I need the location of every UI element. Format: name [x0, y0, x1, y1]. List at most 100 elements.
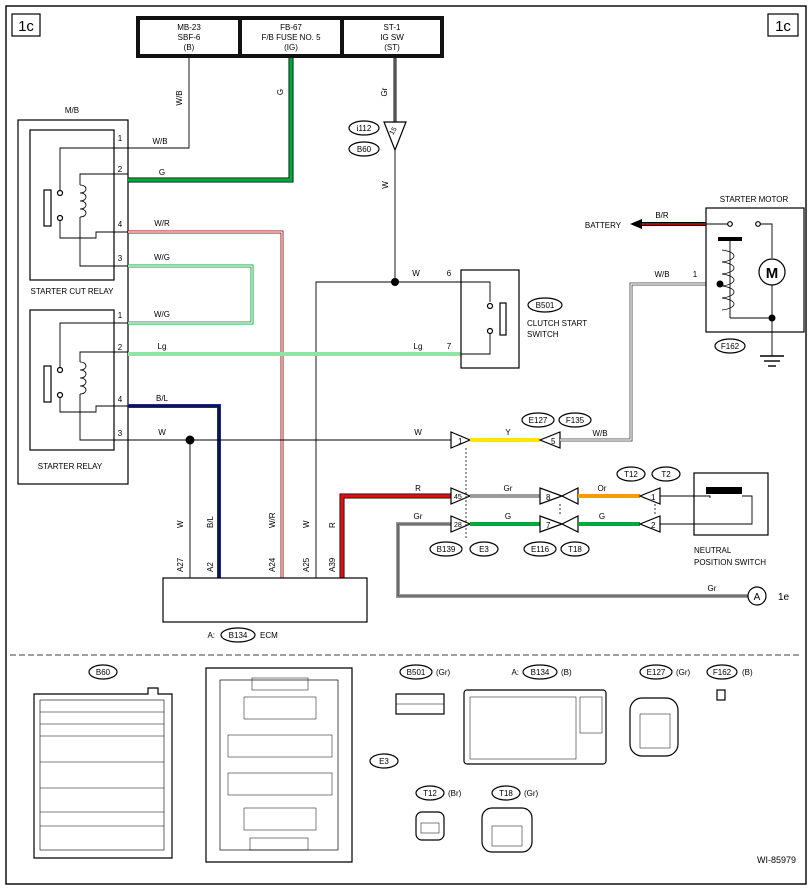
connector-f135-pin5 [538, 431, 561, 449]
fuse-fb67 [242, 20, 340, 54]
wire-wb-row-label: W/B [592, 429, 607, 438]
neutral-switch-name-1: NEUTRAL [694, 546, 732, 555]
connector-i112-tag [348, 120, 380, 136]
ecm-prefix: A: [207, 631, 215, 640]
legend-b134-side-block [579, 696, 603, 734]
legend-f162-connector [716, 689, 726, 701]
legend-b501-tag [399, 664, 433, 680]
legend-b134-label: B134 [531, 668, 550, 677]
legend-t12-color: (Br) [448, 789, 462, 798]
ecm-wire-r: R [328, 522, 337, 528]
clutch-switch-internal-top [461, 281, 491, 302]
wire-wg-stripe [128, 265, 253, 324]
legend-e3-pins [227, 677, 333, 851]
starter-relay-wire-2 [79, 351, 128, 362]
connector-e127-tag [521, 412, 555, 428]
connector-t12-pin2 [638, 515, 661, 533]
starter-motor-lead [760, 223, 773, 258]
starter-cut-relay [29, 129, 115, 281]
clutch-switch-internal-bottom [461, 334, 491, 355]
legend-f162-color: (B) [742, 668, 753, 677]
starter-cut-relay-pin-2: 2 [118, 165, 123, 174]
connector-f135-tag [558, 412, 592, 428]
ecm [162, 577, 368, 623]
wire-y-label: Y [505, 428, 511, 437]
connector-b139-pin45 [450, 487, 472, 505]
starter-relay-pin-2: 2 [118, 343, 123, 352]
starter-cut-relay-pin-1: 1 [118, 134, 123, 143]
legend-b60-label: B60 [96, 668, 111, 677]
connector-e116-pin8-label: 8 [546, 493, 551, 502]
legend-b501-label: B501 [407, 668, 426, 677]
connector-e127-pin1 [450, 431, 472, 449]
ecm-name: ECM [260, 631, 278, 640]
ecm-connector-label: B134 [229, 631, 248, 640]
wire-g-label: G [159, 168, 165, 177]
wire-gr-bottom-label-a: Gr [414, 512, 423, 521]
neutral-position-switch [693, 472, 769, 536]
connector-b139-pin28 [450, 515, 472, 533]
neutral-switch-name-2: POSITION SWITCH [694, 558, 766, 567]
neutral-switch-lead-1 [660, 495, 711, 498]
page-ref-left [11, 13, 41, 37]
clutch-switch-name-2: SWITCH [527, 330, 559, 339]
starter-motor [705, 207, 805, 333]
wire-r-label: R [415, 484, 421, 493]
wire-w-clutch-label: W [412, 269, 420, 278]
legend-t12-pins [420, 822, 440, 834]
connector-t18-pin7 [560, 515, 579, 533]
connector-b60-label: B60 [357, 145, 372, 154]
legend-t18-color: (Gr) [524, 789, 539, 798]
starter-relay-pin-3: 3 [118, 429, 123, 438]
wire-wr-label: W/R [154, 219, 170, 228]
offpage-connector-letter: A [754, 592, 761, 603]
wire-g [128, 58, 293, 182]
legend-t18-connector [481, 807, 533, 853]
neutral-switch-actuator [706, 487, 742, 494]
starter-relay-contact-b [56, 391, 64, 399]
starter-relay-coil [79, 361, 87, 395]
legend-f162-tag [706, 664, 738, 680]
starter-cut-relay-pin-3: 3 [118, 254, 123, 263]
starter-cut-relay-wire-4 [59, 221, 128, 239]
legend-t12-label: T12 [423, 789, 437, 798]
wire-wg-label-top: W/G [154, 253, 170, 262]
connector-b501-label: B501 [536, 301, 555, 310]
connector-e116-tag [523, 541, 557, 557]
wire-gr-row-label: Gr [504, 484, 513, 493]
connector-f162-tag [714, 338, 746, 354]
fuse-st1 [344, 20, 440, 54]
starter-relay-contact-a [56, 366, 64, 374]
legend-e127-pins [639, 713, 671, 749]
ecm-pin-a24: A24 [268, 557, 277, 572]
wire-wg [128, 264, 254, 325]
starter-cut-relay-pin-4: 4 [118, 220, 123, 229]
connector-e3-tag [469, 541, 499, 557]
relay-box-label: M/B [65, 106, 79, 115]
wire-g-vertical-label: G [276, 89, 285, 95]
fuse-fb67-line1: FB-67 [280, 23, 302, 32]
wire-bl [128, 404, 221, 578]
wire-gr-bottom-center [397, 523, 748, 597]
starter-motor-terminal [716, 280, 724, 288]
wire-wb-label: W/B [152, 137, 167, 146]
connector-t2-label: T2 [661, 470, 671, 479]
connector-e3-label: E3 [479, 545, 489, 554]
wire-g-row-label-a: G [505, 512, 511, 521]
starter-cut-relay-coil-bar [43, 189, 52, 227]
clutch-switch-name-1: CLUTCH START [527, 319, 587, 328]
wire-lg-label: Lg [158, 342, 167, 351]
battery-label: BATTERY [585, 221, 622, 230]
connector-i112-symbol [383, 121, 407, 152]
ecm-pin-a27: A27 [176, 557, 185, 572]
connector-t12-pin1 [638, 487, 661, 505]
legend-t18-label: T18 [499, 789, 513, 798]
legend-b60-connector [33, 687, 173, 859]
connector-t12-tag [616, 466, 646, 482]
clutch-pin-6: 6 [447, 269, 452, 278]
starter-motor-symbol: M [766, 265, 779, 282]
legend-b60-tag [88, 664, 118, 680]
starter-motor-solenoid-coil [721, 249, 735, 311]
